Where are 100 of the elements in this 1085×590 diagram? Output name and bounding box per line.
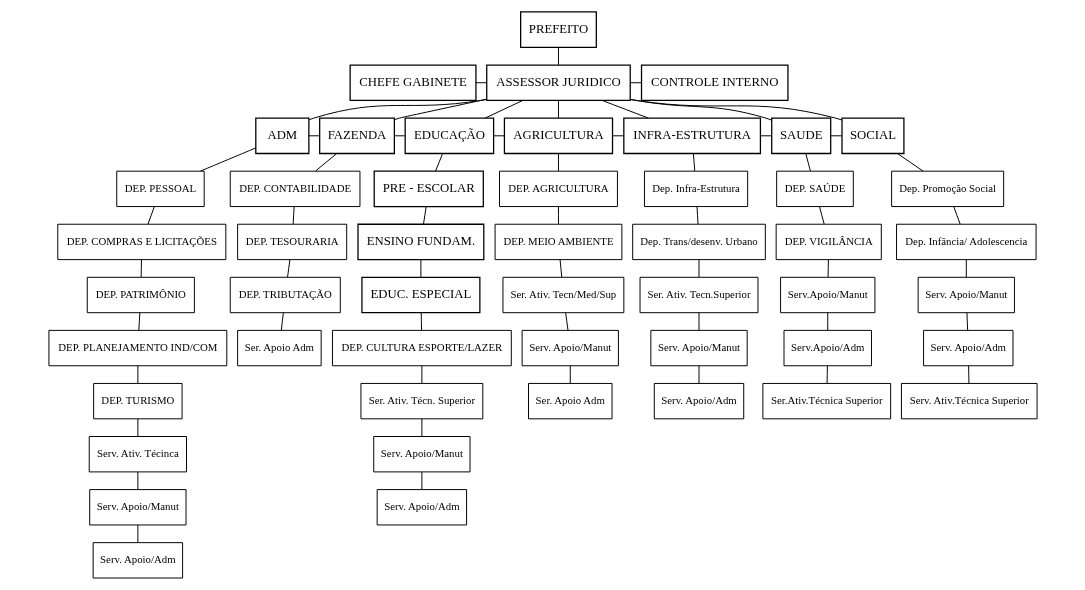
connector	[419, 259, 421, 278]
node-box: Serv. Apoio/Adm	[653, 382, 744, 420]
node-box: Serv. Apoio/Adm	[92, 542, 183, 579]
node-box: DEP. PLANEJAMENTO IND/COM	[47, 329, 227, 367]
node-box: Serv. Apoio/Manut	[917, 276, 1015, 314]
connector	[136, 471, 138, 490]
node-box: Serv. Ativ. Técinca	[88, 436, 187, 473]
connector	[557, 153, 559, 172]
node-box: PREFEITO	[519, 11, 597, 48]
node-box: DEP. PESSOAL	[115, 170, 205, 208]
connector	[307, 135, 320, 137]
node-box: Serv. Apoio/Manut	[372, 436, 470, 473]
node-box: DEP. TESOURARIA	[236, 223, 347, 261]
connector	[136, 418, 138, 437]
connector	[393, 135, 405, 137]
node-box: AGRICULTURA	[503, 117, 613, 155]
connector	[420, 418, 422, 437]
connector	[557, 99, 559, 119]
connector	[557, 46, 559, 66]
node-box: PRE - ESCOLAR	[373, 170, 484, 208]
connector	[136, 365, 138, 384]
connector	[698, 365, 699, 384]
node-box: Dep. Infra-Estrutura	[643, 170, 748, 208]
node-box: DEP. MEIO AMBIENTE	[494, 223, 622, 261]
node-box: Serv.Apoio/Manut	[779, 276, 875, 314]
node-box: FAZENDA	[318, 117, 395, 155]
node-box: INFRA-ESTRUTURA	[622, 117, 761, 155]
node-box: DEP. CULTURA ESPORTE/LAZER	[331, 329, 512, 367]
node-box: DEP. TURISMO	[92, 382, 183, 420]
connector	[140, 259, 142, 278]
node-box: Serv. Apoio/Manut	[521, 329, 619, 367]
connector	[420, 471, 422, 490]
connector	[629, 82, 642, 84]
connector	[965, 259, 967, 278]
node-box: ADM	[254, 117, 309, 155]
connector	[692, 153, 695, 172]
node-box: ASSESSOR JURIDICO	[485, 64, 631, 102]
node-box: EDUC. ESPECIAL	[360, 276, 480, 314]
node-box: CHEFE GABINETE	[349, 64, 477, 102]
node-box: SOCIAL	[840, 117, 905, 155]
node-box: DEP. VIGILÂNCIA	[775, 223, 882, 261]
node-box: EDUCAÇÃO	[404, 117, 494, 155]
connector	[827, 259, 829, 278]
node-box: Dep. Promoção Social	[890, 170, 1004, 208]
connector	[475, 82, 487, 84]
node-box: DEP. TRIBUTAÇÃO	[229, 276, 341, 314]
connector	[137, 312, 140, 331]
node-box: Serv. Ativ.Técnica Superior	[900, 382, 1038, 420]
connector	[422, 206, 427, 225]
node-box: Dep. Trans/desenv. Urbano	[631, 223, 766, 261]
node-box: CONTROLE INTERNO	[640, 64, 789, 102]
connector	[434, 153, 443, 172]
connector	[826, 365, 828, 384]
node-box: DEP. SAÚDE	[775, 170, 854, 208]
connector	[804, 153, 811, 172]
node-box: Dep. Infância/ Adolescencia	[895, 223, 1037, 261]
node-box: DEP. COMPRAS E LICITAÇÕES	[56, 223, 226, 261]
connector	[280, 312, 284, 331]
connector	[829, 135, 842, 137]
connector	[420, 312, 422, 331]
node-box: Ser. Ativ. Tecn.Superior	[639, 276, 758, 314]
node-box: Ser.Ativ.Técnica Superior	[761, 382, 891, 420]
connector	[952, 206, 961, 225]
connector	[492, 135, 505, 137]
node-box: Ser. Apoio Adm	[527, 382, 613, 420]
node-box: Ser. Apoio Adm	[236, 329, 322, 367]
connector	[147, 206, 155, 225]
connector	[698, 259, 699, 278]
connector	[759, 135, 772, 137]
connector	[557, 206, 559, 225]
connector	[420, 365, 422, 384]
node-box: Ser. Ativ. Técn. Superior	[359, 382, 483, 420]
node-box: Ser. Ativ. Tecn/Med/Sup	[501, 276, 624, 314]
connector	[967, 365, 969, 384]
connector	[698, 312, 699, 331]
connector	[818, 206, 825, 225]
connector	[629, 99, 842, 121]
connector	[896, 153, 924, 172]
connector	[286, 259, 290, 278]
connector	[559, 259, 562, 278]
node-box: DEP. CONTABILIDADE	[229, 170, 360, 208]
connector	[292, 206, 295, 225]
connector	[136, 524, 138, 543]
connector	[564, 312, 568, 331]
connector	[308, 98, 487, 121]
connector	[696, 206, 699, 225]
node-box: DEP. PATRIMÔNIO	[86, 276, 195, 314]
connector	[569, 365, 571, 384]
node-box: SAUDE	[770, 117, 831, 155]
node-box: Serv. Apoio/Adm	[922, 329, 1013, 367]
node-box: DEP. AGRICULTURA	[498, 170, 618, 208]
node-box: Serv. Apoio/Adm	[376, 489, 467, 526]
connector	[199, 147, 256, 172]
connector	[826, 312, 828, 331]
node-box: Serv.Apoio/Adm	[783, 329, 872, 367]
connector	[965, 312, 968, 331]
node-box: ENSINO FUNDAM.	[356, 223, 484, 261]
connector	[314, 153, 337, 172]
connector	[611, 135, 624, 137]
connector	[393, 98, 487, 121]
